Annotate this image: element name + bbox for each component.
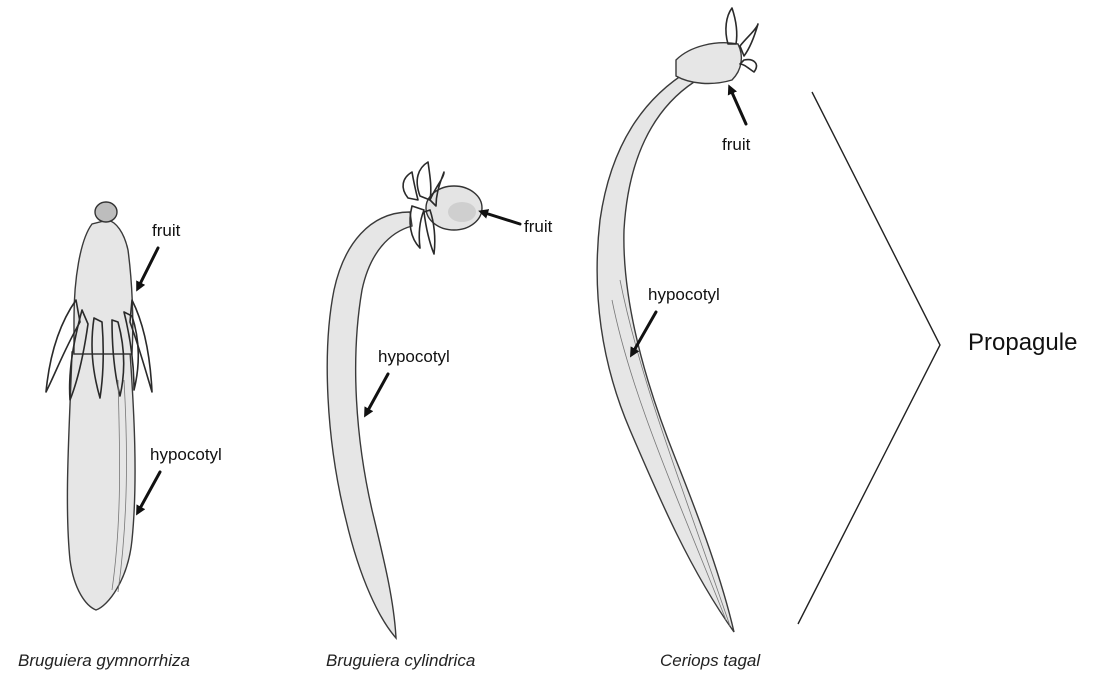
bruguiera-gymnorrhiza-illustration (46, 202, 152, 610)
fruit-label-1: fruit (152, 221, 181, 240)
fruit-arrow-1 (138, 248, 158, 288)
fruit-arrow-3 (730, 88, 746, 124)
hypocotyl-arrow-2 (366, 374, 388, 414)
propagule-label: Propagule (968, 329, 1077, 356)
ceriops-tagal-illustration (597, 8, 758, 632)
species-caption-2: Bruguiera cylindrica (326, 651, 475, 670)
fruit-label-3: fruit (722, 135, 751, 154)
hypocotyl-label-1: hypocotyl (150, 445, 222, 464)
hypocotyl-label-2: hypocotyl (378, 347, 450, 366)
hypocotyl-arrow-1 (138, 472, 160, 512)
species-caption-3: Ceriops tagal (660, 651, 761, 670)
fruit-arrow-2 (482, 212, 520, 224)
propagule-bracket (798, 92, 940, 624)
bruguiera-cylindrica-illustration (327, 162, 482, 638)
fruit-label-2: fruit (524, 217, 553, 236)
hypocotyl-label-3: hypocotyl (648, 285, 720, 304)
species-caption-1: Bruguiera gymnorrhiza (18, 651, 190, 670)
